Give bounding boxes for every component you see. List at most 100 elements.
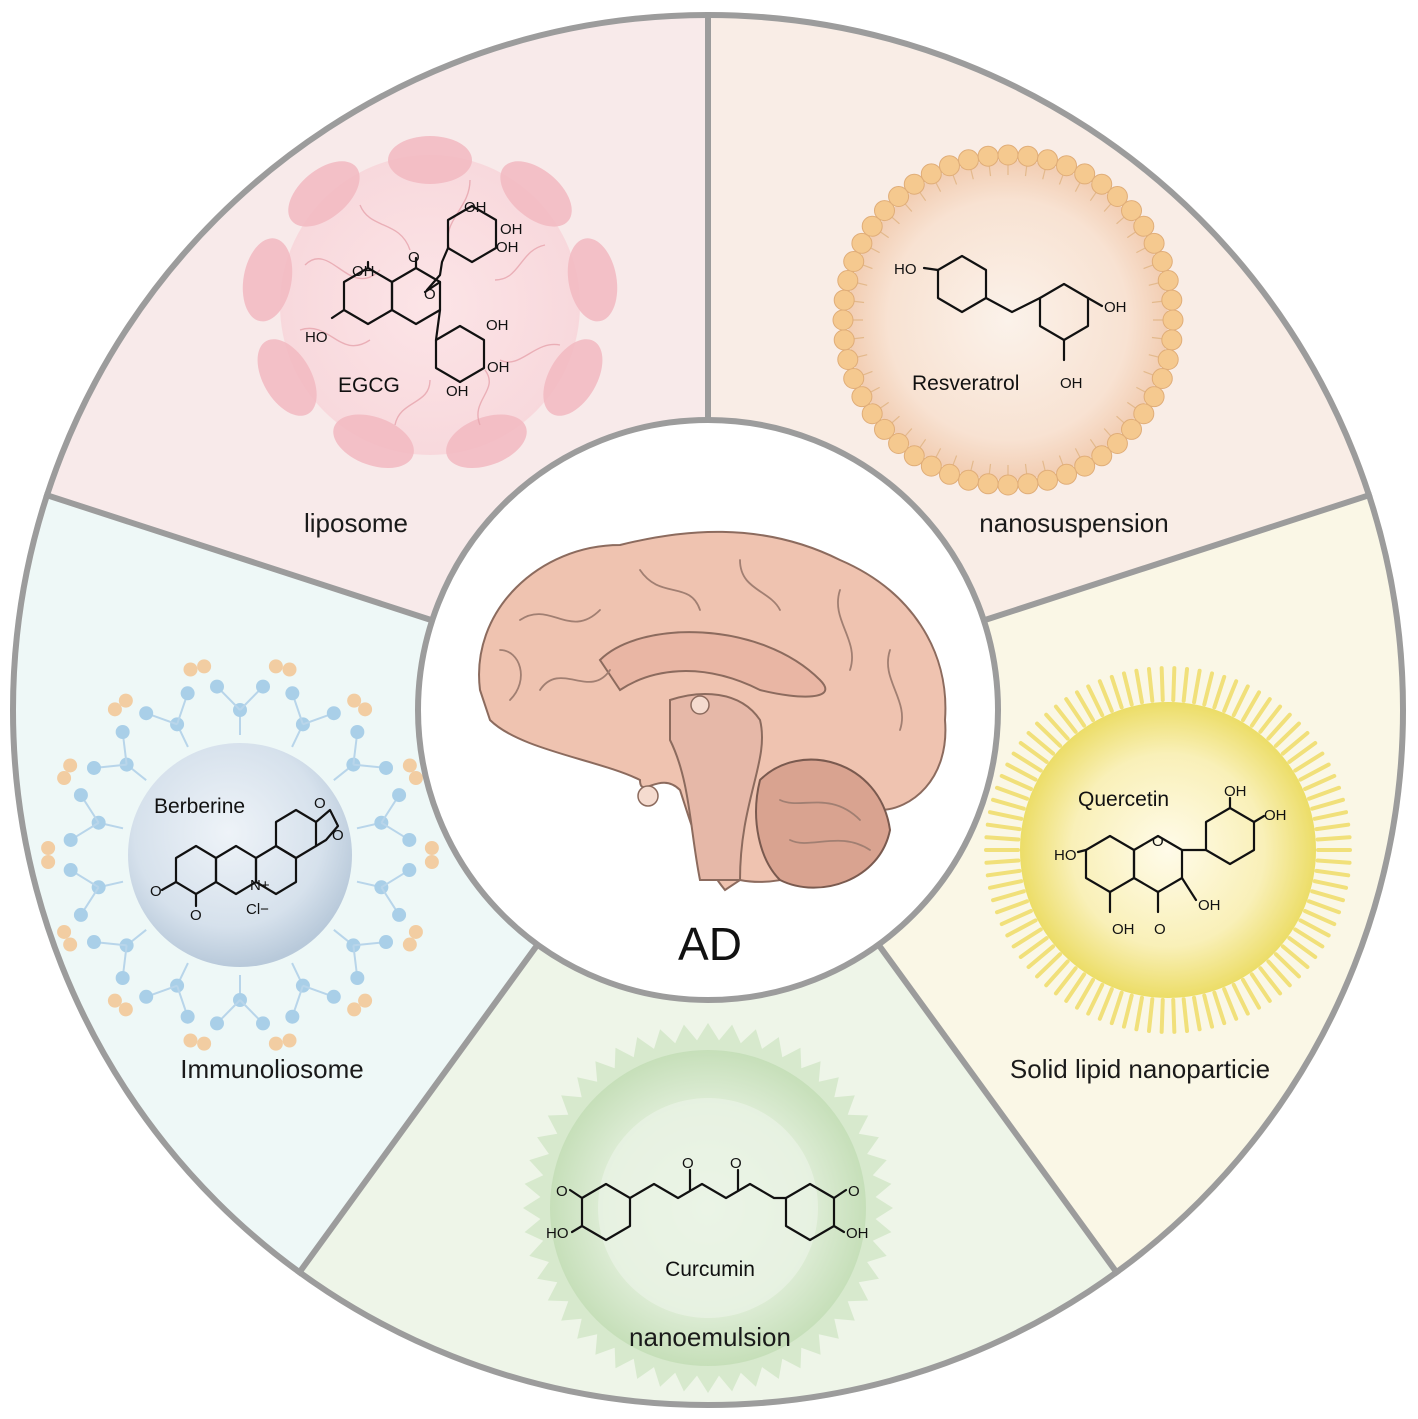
curcumin-oh: OH bbox=[846, 1225, 869, 1242]
lipid-head bbox=[543, 339, 603, 416]
resveratrol-oh-2: OH bbox=[1060, 375, 1083, 392]
bead bbox=[1143, 386, 1165, 408]
resveratrol-structure: HO OH OH bbox=[894, 254, 1127, 392]
antibody-tip bbox=[63, 758, 78, 773]
egcg-oh-5: OH bbox=[487, 359, 510, 376]
berberine-structure: O O N+ Cl− O O bbox=[150, 795, 344, 924]
bead bbox=[888, 185, 910, 207]
surfactant-tail bbox=[1044, 959, 1070, 988]
surfactant-tail bbox=[1280, 731, 1310, 756]
bead bbox=[843, 368, 865, 390]
lipid-head bbox=[388, 136, 472, 184]
bead bbox=[903, 173, 925, 195]
surfactant-tail bbox=[999, 909, 1033, 927]
antibody-tip bbox=[57, 771, 72, 786]
bead bbox=[977, 473, 999, 495]
nanoemulsion-illustration: O O O O HO OH Curcumin bbox=[523, 1023, 893, 1393]
surfactant-tail bbox=[1181, 666, 1190, 703]
bead bbox=[1133, 403, 1155, 425]
surfactant-tail bbox=[1287, 936, 1318, 959]
bead bbox=[1056, 463, 1078, 485]
surfactant-tail bbox=[1315, 835, 1352, 842]
quercetin-o-keto: O bbox=[1154, 921, 1166, 938]
surfactant-tail bbox=[1258, 704, 1283, 734]
quercetin-oh-4: OH bbox=[1112, 921, 1135, 938]
bead bbox=[1074, 455, 1096, 477]
surfactant-tail bbox=[1212, 674, 1227, 710]
quercetin-structure: OH OH HO O OH OH O bbox=[1054, 783, 1287, 938]
surfactant-tail bbox=[994, 899, 1030, 915]
antibody-tip bbox=[118, 1002, 133, 1017]
bead bbox=[903, 445, 925, 467]
berberine-o-1: O bbox=[150, 883, 162, 900]
curcumin-structure: O O O O HO OH bbox=[546, 1155, 869, 1242]
surfactant-tail bbox=[1134, 995, 1144, 1032]
antibody-tip bbox=[183, 1033, 198, 1048]
bead bbox=[1056, 155, 1078, 177]
surfactant-tail bbox=[1026, 944, 1056, 969]
surfactant-tail bbox=[1159, 997, 1165, 1034]
surfactant-tail bbox=[1273, 952, 1301, 979]
antibody-tip bbox=[183, 662, 198, 677]
bead bbox=[888, 433, 910, 455]
berberine-o-2: O bbox=[190, 907, 202, 924]
bead bbox=[851, 386, 873, 408]
curcumin-o-methoxy-1: O bbox=[556, 1183, 568, 1200]
outer-ring bbox=[10, 12, 1406, 1408]
antibody-tip bbox=[118, 693, 133, 708]
sln-illustration: OH OH HO O OH OH O Quercetin bbox=[984, 666, 1352, 1034]
lipid-head bbox=[567, 238, 618, 322]
bead bbox=[1161, 289, 1183, 311]
nanosuspension-drug-name: Resveratrol bbox=[912, 372, 1019, 395]
surfactant-tail bbox=[1018, 936, 1049, 959]
liposome-illustration: OH OH OH OH HO O O OH OH OH EGCG bbox=[242, 136, 618, 468]
bead bbox=[1157, 270, 1179, 292]
egcg-oh-7: OH bbox=[496, 239, 519, 256]
bead bbox=[1091, 445, 1113, 467]
surfactant-tail bbox=[1249, 697, 1272, 728]
bead bbox=[1157, 348, 1179, 370]
berberine-n-plus: N+ bbox=[250, 877, 270, 894]
lipid-head bbox=[257, 339, 317, 416]
quercetin-oh-3: OH bbox=[1198, 897, 1221, 914]
curcumin-o-keto-2: O bbox=[730, 1155, 742, 1172]
surfactant-tail bbox=[1026, 731, 1056, 756]
egcg-oh-6: OH bbox=[446, 383, 469, 400]
bead bbox=[958, 469, 980, 491]
bead bbox=[997, 144, 1019, 166]
bead bbox=[843, 250, 865, 272]
bead bbox=[1017, 145, 1039, 167]
antibody-tip bbox=[41, 841, 56, 856]
bead bbox=[851, 232, 873, 254]
bead bbox=[1121, 418, 1143, 440]
surfactant-tail bbox=[1287, 741, 1318, 764]
immunoliposome-antibody-shell bbox=[41, 659, 439, 1051]
surfactant-tail bbox=[1035, 721, 1063, 748]
bead bbox=[833, 289, 855, 311]
antibody-tip bbox=[358, 702, 373, 717]
surfactant-tail bbox=[1314, 868, 1351, 878]
bead bbox=[1017, 473, 1039, 495]
surfactant-tail bbox=[1231, 982, 1250, 1016]
egcg-ho: HO bbox=[305, 329, 328, 346]
surfactant-tail bbox=[1053, 704, 1078, 734]
surfactant-tail bbox=[1005, 762, 1038, 782]
surfactant-tail bbox=[1315, 858, 1352, 865]
egcg-oh-2: OH bbox=[464, 199, 487, 216]
surfactant-tail bbox=[1044, 712, 1070, 741]
egcg-o-ester: O bbox=[424, 286, 436, 303]
surfactant-tail bbox=[994, 785, 1030, 801]
surfactant-tail bbox=[1109, 674, 1124, 710]
antibody-tip bbox=[408, 771, 423, 786]
sln-surfactant-shell bbox=[984, 666, 1352, 1034]
surfactant-tail bbox=[1241, 690, 1261, 723]
quercetin-oh-1: OH bbox=[1224, 783, 1247, 800]
surfactant-tail bbox=[1171, 666, 1177, 703]
curcumin-ho: HO bbox=[546, 1225, 569, 1242]
surfactant-tail bbox=[1064, 697, 1087, 728]
bead bbox=[938, 463, 960, 485]
surfactant-tail bbox=[1121, 993, 1134, 1029]
surfactant-tail bbox=[984, 835, 1021, 842]
bead bbox=[1151, 368, 1173, 390]
egcg-oh-1: OH bbox=[352, 263, 375, 280]
